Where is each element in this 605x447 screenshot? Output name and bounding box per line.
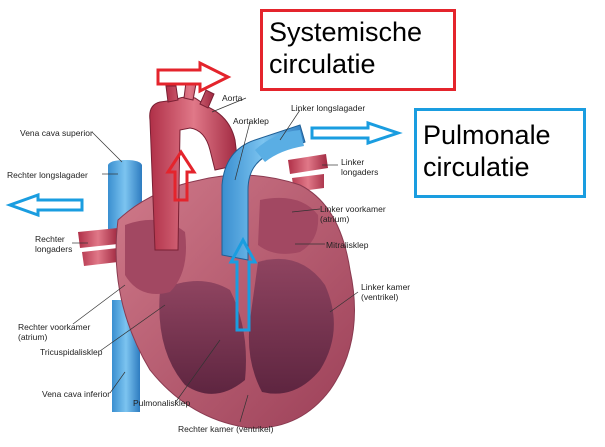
label-linker-voorkamer: Linker voorkamer (atrium) xyxy=(320,204,386,224)
label-rechter-longaders: Rechter longaders xyxy=(35,234,73,254)
aorta-vessel xyxy=(149,96,239,251)
label-rechter-kamer: Rechter kamer (ventrikel) xyxy=(178,424,274,434)
pulmonary-flow-arrow-up xyxy=(228,236,258,332)
label-linker-kamer: Linker kamer (ventrikel) xyxy=(361,282,411,302)
systemic-title-line2: circulatie xyxy=(269,49,376,79)
systemic-title-line1: Systemische xyxy=(269,17,423,47)
rechter-longaders-vessel xyxy=(78,228,118,266)
pulmonary-title-line2: circulatie xyxy=(423,152,530,182)
pulmonary-flow-arrow-right xyxy=(310,120,403,146)
rechter-kamer-chamber xyxy=(159,281,246,394)
systemic-circulation-box: Systemische circulatie xyxy=(260,9,456,91)
label-rechter-voorkamer: Rechter voorkamer (atrium) xyxy=(18,322,91,342)
label-aortaklep: Aortaklep xyxy=(233,116,269,126)
label-rechter-longslagader: Rechter longslagader xyxy=(7,170,88,180)
label-linker-longslagader: Linker longslagader xyxy=(291,103,366,113)
linker-voorkamer-chamber xyxy=(258,197,319,254)
label-pulmonalisklep: Pulmonalisklep xyxy=(133,398,191,408)
label-vena-cava-inferior: Vena cava inferior xyxy=(42,389,111,399)
linker-kamer-chamber xyxy=(248,258,334,394)
label-mitralisklep: Mitralisklep xyxy=(326,240,369,250)
label-linker-longaders: Linker longaders xyxy=(341,157,379,177)
label-vena-cava-superior: Vena cava superior xyxy=(20,128,93,138)
label-aorta: Aorta xyxy=(222,93,243,103)
venous-flow-arrow-left xyxy=(5,192,84,218)
leader-lines xyxy=(72,97,359,423)
systemic-flow-arrow-up xyxy=(165,149,197,202)
pulmonary-title-line1: Pulmonale xyxy=(423,120,551,150)
label-tricuspidalisklep: Tricuspidalisklep xyxy=(40,347,103,357)
pulmonalis-vessel xyxy=(221,124,306,261)
linker-longslagader-vessel xyxy=(255,130,304,162)
systemic-flow-arrow-right xyxy=(156,60,232,94)
linker-longaders-vessel xyxy=(288,154,328,192)
pulmonary-circulation-box: Pulmonale circulatie xyxy=(414,108,586,198)
